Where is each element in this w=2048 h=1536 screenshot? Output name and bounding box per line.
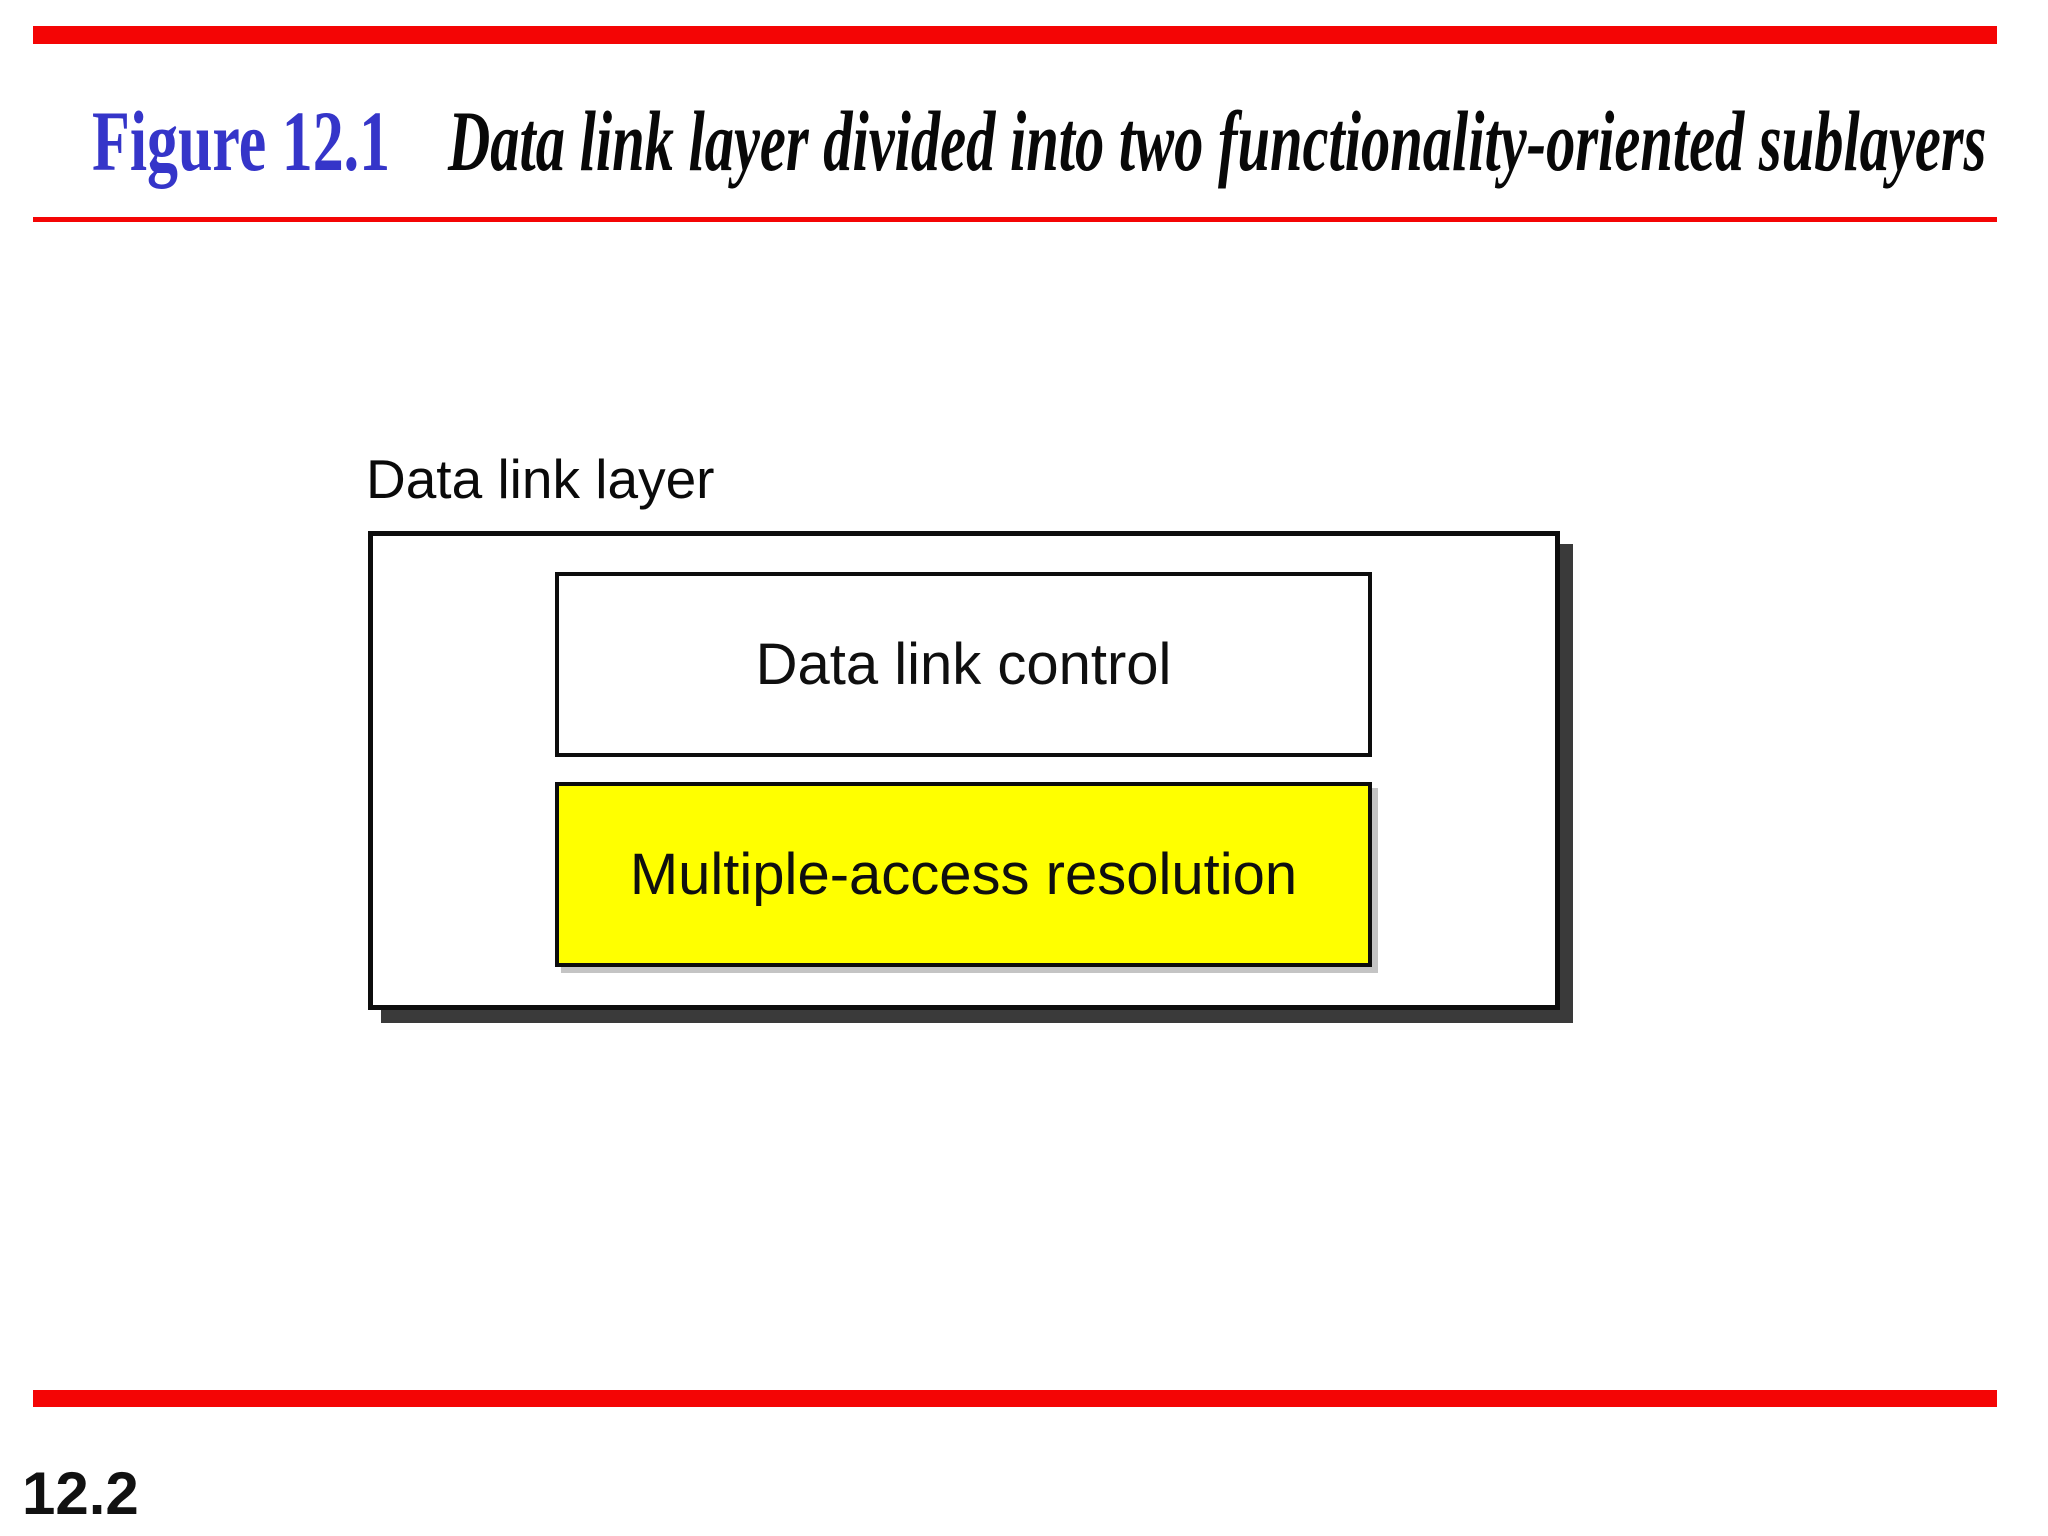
figure-caption: Data link layer divided into two functio… [448, 93, 1987, 189]
bottom-accent-bar [33, 1390, 1997, 1407]
page-number: 12.2 [22, 1460, 139, 1527]
multiple-access-resolution-box: Multiple-access resolution [555, 782, 1372, 967]
data-link-layer-label: Data link layer [366, 448, 715, 510]
data-link-control-label: Data link control [755, 631, 1172, 697]
data-link-control-box: Data link control [555, 572, 1372, 757]
title-underline [33, 217, 1997, 222]
figure-number-label: Figure 12.1 [92, 93, 391, 189]
top-accent-bar [33, 26, 1997, 44]
multiple-access-resolution-label: Multiple-access resolution [629, 841, 1298, 907]
